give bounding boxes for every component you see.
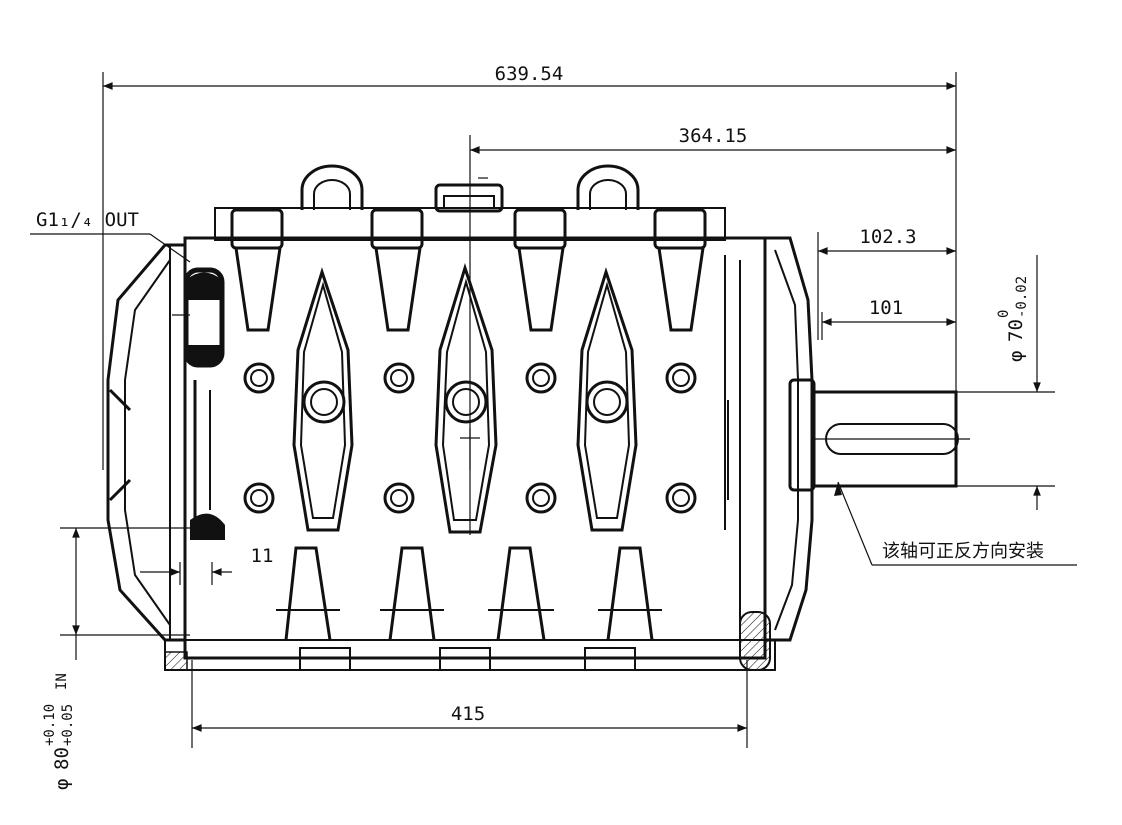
- dim-overall-length: 639.54: [102, 63, 957, 485]
- outlet-label-text: G1₁/₄ OUT: [36, 209, 139, 231]
- pump-body: [106, 164, 970, 671]
- shaft-note-text: 该轴可正反方向安装: [882, 541, 1044, 562]
- inlet-diameter-lower-tol: +0.05: [60, 704, 76, 746]
- shaft-diameter-nominal: 70: [1005, 319, 1027, 342]
- shaft-face-1-text: 102.3: [859, 226, 916, 248]
- shaft-diameter-symbol: φ: [1005, 351, 1027, 362]
- drive-shaft: [810, 390, 970, 488]
- bolt-holes: [243, 362, 697, 514]
- shaft-face-2-text: 101: [869, 297, 903, 319]
- bottom-valve-caps: [276, 546, 662, 641]
- center-to-end-text: 364.15: [679, 125, 748, 147]
- shaft-diameter-upper-tol: 0: [996, 310, 1012, 318]
- dim-shaft-faces: 102.3 101: [817, 226, 956, 340]
- wall-thickness-text: 11: [251, 545, 274, 567]
- overall-length-text: 639.54: [495, 63, 564, 85]
- right-end-cap: [724, 236, 816, 642]
- inlet-diameter-upper-tol: +0.10: [42, 704, 58, 746]
- diamond-ribs: [292, 263, 638, 534]
- inlet-diameter-symbol: φ: [51, 779, 73, 790]
- outlet-label: G1₁/₄ OUT: [30, 209, 191, 263]
- shaft-note: 该轴可正反方向安装: [834, 481, 1077, 566]
- inlet-diameter-nominal: 80: [51, 747, 73, 770]
- dim-base-length: 415: [191, 660, 748, 748]
- dim-inlet-diameter: φ 80 +0.10 +0.05 IN: [42, 527, 190, 790]
- dim-shaft-diameter: φ 70 0 -0.02: [956, 255, 1055, 510]
- left-end-cap: [106, 243, 225, 642]
- top-valve-caps: [230, 208, 707, 332]
- base-length-text: 415: [451, 703, 485, 725]
- shaft-diameter-lower-tol: -0.02: [1014, 276, 1030, 318]
- dim-wall-thickness: 11: [140, 545, 273, 585]
- inlet-diameter-suffix: IN: [54, 673, 70, 690]
